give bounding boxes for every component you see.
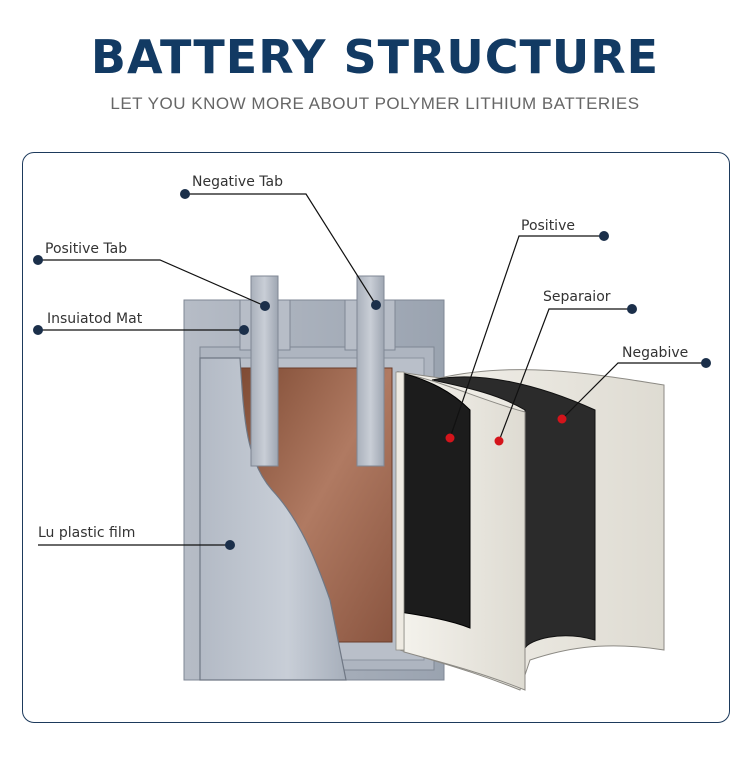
label-insulated-mat: Insuiatod Mat: [47, 311, 143, 327]
negative-tab-end-dot: [180, 189, 190, 199]
label-positive: Positive: [521, 218, 575, 234]
label-positive-tab: Positive Tab: [45, 241, 127, 257]
markers: [33, 189, 711, 550]
label-plastic-film: Lu plastic film: [38, 525, 135, 541]
positive-end-dot: [599, 231, 609, 241]
label-negative-tab: Negative Tab: [192, 174, 283, 190]
plastic-film: [199, 357, 347, 681]
separator-end-dot: [627, 304, 637, 314]
insulated-mat-dot: [239, 325, 249, 335]
leader-lines: [38, 193, 706, 546]
separator-dot: [494, 436, 504, 446]
insulated-mat-end-dot: [33, 325, 43, 335]
positive-dot: [445, 433, 455, 443]
negative-tab-dot: [371, 300, 381, 310]
positive-tab: [239, 275, 291, 467]
negative-dot: [557, 414, 567, 424]
label-negative: Negabive: [622, 345, 688, 361]
page-title: BATTERY STRUCTURE: [90, 30, 660, 84]
positive-tab-dot: [260, 301, 270, 311]
diagram-frame: [22, 152, 730, 723]
page-subtitle: LET YOU KNOW MORE ABOUT POLYMER LITHIUM …: [110, 94, 640, 113]
label-separator: Separaior: [543, 289, 611, 305]
plastic-film-dot: [225, 540, 235, 550]
negative-end-dot: [701, 358, 711, 368]
electrode-layers: [395, 369, 665, 691]
positive-tab-end-dot: [33, 255, 43, 265]
